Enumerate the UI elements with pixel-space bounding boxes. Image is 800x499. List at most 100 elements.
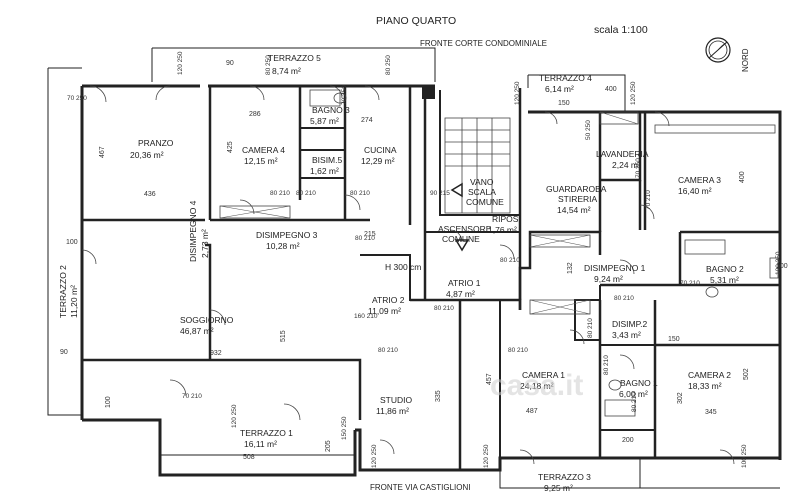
dim-label: 515: [280, 330, 287, 342]
dim-label: 508: [243, 454, 255, 461]
room-name-bisim5: BISIM.5: [312, 155, 343, 165]
door-label: 80 210: [350, 190, 370, 197]
door-label: 80 210: [355, 235, 375, 242]
door-label: 80 210: [508, 347, 528, 354]
front-top-label: FRONTE CORTE CONDOMINIALE: [420, 39, 547, 48]
door-label: 80 210: [587, 318, 594, 338]
room-name-ascensore: ASCENSORE COMUNE: [438, 224, 494, 244]
dim-label: 335: [435, 390, 442, 402]
room-name-studio: STUDIO: [380, 395, 413, 405]
dim-label: 100: [105, 396, 112, 408]
room-name-soggiorno: SOGGIORNO: [180, 315, 234, 325]
room-area-terrazzo2: 11,20 m²: [69, 285, 79, 318]
room-name-bagno3: BAGNO 3: [312, 105, 350, 115]
room-area-camera1: 24,18 m²: [520, 381, 554, 391]
room-area-studio: 11,86 m²: [376, 406, 409, 416]
entry-arrows: [450, 182, 470, 252]
room-name-disimpegno3: DISIMPEGNO 3: [256, 230, 318, 240]
compass-icon: [705, 37, 731, 63]
room-name-atrio2: ATRIO 2: [372, 295, 405, 305]
dim-label: 400: [739, 171, 746, 183]
guardaroba-line2: STIRERIA: [558, 194, 598, 204]
room-name-ripos: RIPOS.: [492, 214, 521, 224]
dim-label: 100: [66, 239, 78, 246]
room-area-terrazzo4: 6,14 m²: [545, 84, 574, 94]
door-label: 70 210: [645, 190, 652, 210]
room-name-disimp2: DISIMP.2: [612, 319, 648, 329]
dim-label: 215: [364, 231, 376, 238]
dim-label: 205: [325, 440, 332, 452]
room-area-camera3: 16,40 m²: [678, 186, 712, 196]
room-area-atrio1: 4,87 m²: [446, 289, 475, 299]
door-label: 120 250: [483, 444, 490, 468]
door-label: 150 250: [341, 416, 348, 440]
door-label: 70 250: [341, 85, 348, 105]
door-label: 80 210: [434, 305, 454, 312]
dim-label: 345: [705, 409, 717, 416]
room-area-disimpegno1: 9,24 m²: [594, 274, 623, 284]
room-name-bagno1: BAGNO 1: [620, 378, 658, 388]
door-label: 80 210: [603, 355, 610, 375]
dim-label: 100: [776, 263, 788, 270]
door-label: 80 210: [270, 190, 290, 197]
room-area-camera2: 18,33 m²: [688, 381, 722, 391]
dim-label: 400: [605, 86, 617, 93]
dim-label: 286: [249, 111, 261, 118]
room-name-bagno2: BAGNO 2: [706, 264, 744, 274]
room-name-terrazzo5: TERRAZZO 5: [268, 53, 321, 63]
dim-label: 487: [526, 408, 538, 415]
door-label: 120 250: [371, 444, 378, 468]
door-label: 80 210: [500, 257, 520, 264]
ascensore-line2: COMUNE: [442, 234, 480, 244]
room-area-bagno2: 5,31 m²: [710, 275, 739, 285]
door-label: 80 210: [378, 347, 398, 354]
room-area-terrazzo1: 16,11 m²: [244, 439, 277, 449]
room-name-guardaroba: GUARDAROBA STIRERIA: [546, 184, 608, 204]
room-area-disimpegno4: 2,73 m²: [200, 229, 210, 258]
dim-label: 200: [622, 437, 634, 444]
room-area-lavanderia: 2,24 m²: [612, 160, 641, 170]
room-name-camera1: CAMERA 1: [522, 370, 565, 380]
dim-label: 457: [486, 373, 493, 385]
guardaroba-line1: GUARDAROBA: [546, 184, 607, 194]
door-label: 160 210: [354, 313, 378, 320]
door-label: 120 250: [514, 81, 521, 105]
room-area-atrio2: 11,09 m²: [368, 306, 401, 316]
door-label: 80 210: [296, 190, 316, 197]
dim-label: 150: [558, 100, 570, 107]
room-area-guardaroba: 14,54 m²: [557, 205, 591, 215]
room-area-terrazzo5: 8,74 m²: [272, 66, 301, 76]
dim-label: 436: [144, 191, 156, 198]
door-label: 90 215: [430, 190, 450, 197]
room-area-pranzo: 20,36 m²: [130, 150, 164, 160]
door-label: 80 210: [631, 392, 638, 412]
room-area-bagno3: 5,87 m²: [310, 116, 339, 126]
vano-line2: SCALA: [468, 187, 496, 197]
dim-label: 150: [668, 336, 680, 343]
room-area-bisim5: 1,62 m²: [310, 166, 339, 176]
room-name-camera3: CAMERA 3: [678, 175, 721, 185]
room-name-terrazzo3: TERRAZZO 3: [538, 472, 591, 482]
height-label: H 300 cm: [385, 262, 421, 272]
ascensore-line1: ASCENSORE: [438, 224, 492, 234]
plan-title: PIANO QUARTO: [376, 15, 456, 27]
door-label: 120 250: [177, 51, 184, 75]
wardrobes: [219, 111, 776, 315]
room-name-cucina: CUCINA: [364, 145, 397, 155]
room-area-disimp2: 3,43 m²: [612, 330, 641, 340]
vano-line1: VANO: [470, 177, 494, 187]
room-name-terrazzo1: TERRAZZO 1: [240, 428, 293, 438]
room-name-atrio1: ATRIO 1: [448, 278, 481, 288]
room-area-terrazzo3: 9,25 m²: [544, 483, 573, 493]
north-label: NORD: [741, 48, 750, 72]
vano-line3: COMUNE: [466, 197, 504, 207]
dim-label: 425: [227, 141, 234, 153]
door-label: 70 210: [182, 393, 202, 400]
interior-walls: [82, 86, 780, 470]
dim-label: 932: [210, 350, 222, 357]
room-name-pranzo: PRANZO: [138, 138, 174, 148]
door-label: 80 250: [385, 55, 392, 75]
room-name-disimpegno4: DISIMPEGNO 4: [188, 200, 198, 262]
room-name-camera4: CAMERA 4: [242, 145, 285, 155]
